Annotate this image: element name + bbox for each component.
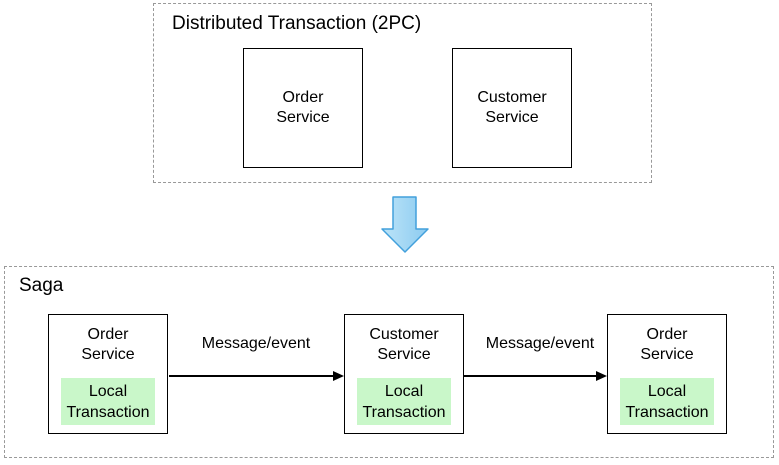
saga-local-transaction-box-2: Local Transaction bbox=[357, 378, 451, 425]
saga-group-container: Saga Order Service Local Transaction Mes… bbox=[4, 266, 774, 458]
saga-local-transaction-label-2: Local Transaction bbox=[362, 382, 446, 421]
saga-group-title: Saga bbox=[19, 275, 64, 296]
2pc-order-service-label: Order Service bbox=[276, 89, 330, 126]
2pc-group-title: Distributed Transaction (2PC) bbox=[172, 13, 422, 34]
saga-customer-service-label: Customer Service bbox=[369, 326, 439, 363]
2pc-customer-service-label: Customer Service bbox=[477, 89, 547, 126]
down-block-arrow-icon bbox=[381, 196, 429, 253]
2pc-order-service-box: Order Service bbox=[243, 48, 363, 168]
saga-order-service-box-1: Order Service Local Transaction bbox=[48, 314, 168, 434]
saga-local-transaction-label-3: Local Transaction bbox=[625, 382, 709, 421]
message-arrow-2-head bbox=[596, 371, 607, 381]
saga-order-service-box-2: Order Service Local Transaction bbox=[607, 314, 727, 434]
saga-customer-service-box: Customer Service Local Transaction bbox=[344, 314, 464, 434]
2pc-group-container: Distributed Transaction (2PC) Order Serv… bbox=[153, 3, 652, 183]
saga-local-transaction-box-1: Local Transaction bbox=[61, 378, 155, 425]
message-arrow-1-label: Message/event bbox=[201, 335, 311, 352]
message-arrow-2-label: Message/event bbox=[485, 335, 595, 352]
saga-local-transaction-box-3: Local Transaction bbox=[620, 378, 714, 425]
saga-order-service-label-2: Order Service bbox=[640, 326, 694, 363]
saga-order-service-label-1: Order Service bbox=[81, 326, 135, 363]
2pc-customer-service-box: Customer Service bbox=[452, 48, 572, 168]
message-arrow-1-line bbox=[169, 375, 335, 377]
message-arrow-1-head bbox=[333, 371, 344, 381]
message-arrow-2-line bbox=[464, 375, 598, 377]
saga-local-transaction-label-1: Local Transaction bbox=[66, 382, 150, 421]
